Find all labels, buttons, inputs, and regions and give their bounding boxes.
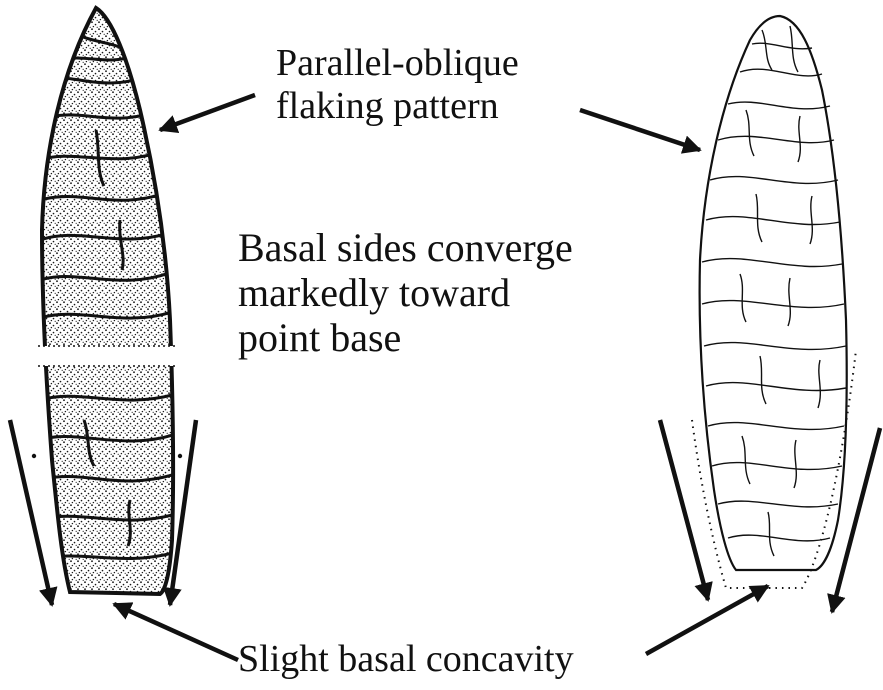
- basal-concavity-label: Slight basal concavity: [238, 638, 574, 681]
- flaking-pattern-label: Parallel-oblique flaking pattern: [276, 42, 519, 127]
- arrow-icon: [10, 420, 52, 605]
- left-point-drawing: [36, 8, 178, 594]
- right-point-drawing: [692, 16, 856, 588]
- basal-sides-label: Basal sides converge markedly toward poi…: [238, 226, 573, 360]
- flaking-label-line-2: flaking pattern: [276, 85, 519, 128]
- left-point-body: [42, 8, 173, 594]
- arrow-icon: [660, 420, 708, 600]
- arrow-icon: [114, 604, 238, 660]
- right-point-outline: [700, 16, 847, 570]
- break-gap: [36, 346, 178, 366]
- basal-sides-line-2: markedly toward: [238, 271, 573, 316]
- arrow-icon: [160, 95, 255, 130]
- right-base-dotted-outline: [692, 350, 856, 588]
- arrow-icon: [832, 428, 880, 612]
- basal-sides-line-3: point base: [238, 316, 573, 361]
- flaking-label-line-1: Parallel-oblique: [276, 42, 519, 85]
- basal-sides-line-1: Basal sides converge: [238, 226, 573, 271]
- arrow-icon: [580, 110, 700, 150]
